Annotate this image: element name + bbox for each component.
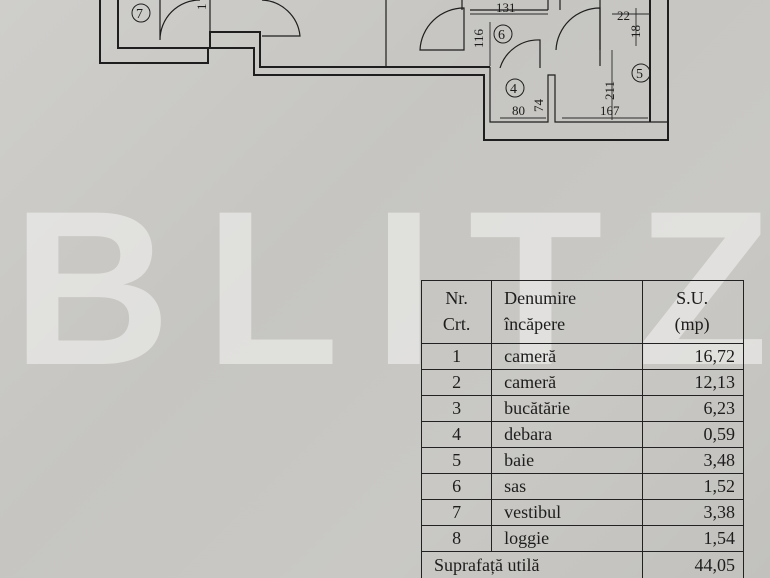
room-marker	[505, 78, 525, 98]
room-marker	[631, 63, 651, 83]
room-marker	[493, 24, 513, 44]
cell-name: vestibul	[491, 499, 644, 526]
cell-name: cameră	[491, 369, 644, 396]
header-text: Crt.	[442, 314, 471, 334]
header-text: (mp)	[674, 314, 710, 334]
cell-name: baie	[491, 447, 644, 474]
cell-nr: 7	[420, 499, 493, 526]
cell-su: 3,38	[642, 499, 744, 526]
cell-su: 3,48	[642, 447, 744, 474]
room-marker	[131, 3, 151, 23]
cell-nr: 4	[420, 421, 493, 448]
header-nr: Nr. Crt.	[420, 280, 493, 344]
door-swing	[419, 7, 465, 51]
door-swing	[499, 39, 541, 69]
door-swing	[261, 0, 301, 37]
dimension-label: 116	[471, 28, 486, 48]
header-name: Denumire încăpere	[491, 280, 644, 344]
dimension-label: 1	[194, 4, 209, 11]
door-swing	[159, 0, 201, 41]
dimension-label: 211	[602, 81, 617, 100]
dimension-label: 167	[600, 103, 620, 118]
total-label: Suprafață utilă	[420, 551, 644, 578]
cell-nr: 2	[420, 369, 493, 396]
dimension-label: 131	[496, 0, 516, 15]
cell-su: 1,52	[642, 473, 744, 500]
dimension-label: 80	[512, 103, 525, 118]
cell-name: sas	[491, 473, 644, 500]
dimension-label: 74	[531, 99, 546, 113]
cell-su: 1,54	[642, 525, 744, 552]
cell-nr: 3	[420, 395, 493, 422]
header-text: Denumire	[504, 288, 577, 308]
header-text: Nr.	[445, 288, 468, 308]
cell-name: loggie	[491, 525, 644, 552]
cell-su: 6,23	[642, 395, 744, 422]
cell-name: debara	[491, 421, 644, 448]
floor-plan: 7 6 4 5 131 22 116 18 211 80 74 167 1	[99, 0, 669, 141]
cell-su: 12,13	[642, 369, 744, 396]
total-value: 44,05	[642, 551, 744, 578]
table-total-row: Suprafață utilă 44,05	[420, 551, 744, 578]
dimension-label: 18	[628, 25, 643, 38]
cell-nr: 8	[420, 525, 493, 552]
cell-su: 16,72	[642, 343, 744, 370]
wall	[489, 67, 668, 123]
cell-nr: 1	[420, 343, 493, 370]
header-text: S.U.	[676, 288, 709, 308]
room-label-5: 5	[636, 67, 643, 82]
header-text: încăpere	[504, 314, 566, 334]
cell-name: bucătărie	[491, 395, 644, 422]
room-label-4: 4	[510, 82, 517, 97]
cell-su: 0,59	[642, 421, 744, 448]
wall	[99, 0, 669, 141]
room-label-7: 7	[136, 7, 143, 22]
room-label-6: 6	[498, 28, 505, 43]
cell-nr: 5	[420, 447, 493, 474]
door-swing	[555, 7, 601, 51]
cell-nr: 6	[420, 473, 493, 500]
dimension-label: 22	[617, 8, 630, 23]
table-header-row: Nr. Crt. Denumire încăpere S.U. (mp)	[420, 280, 744, 344]
cell-name: cameră	[491, 343, 644, 370]
header-su: S.U. (mp)	[642, 280, 744, 344]
